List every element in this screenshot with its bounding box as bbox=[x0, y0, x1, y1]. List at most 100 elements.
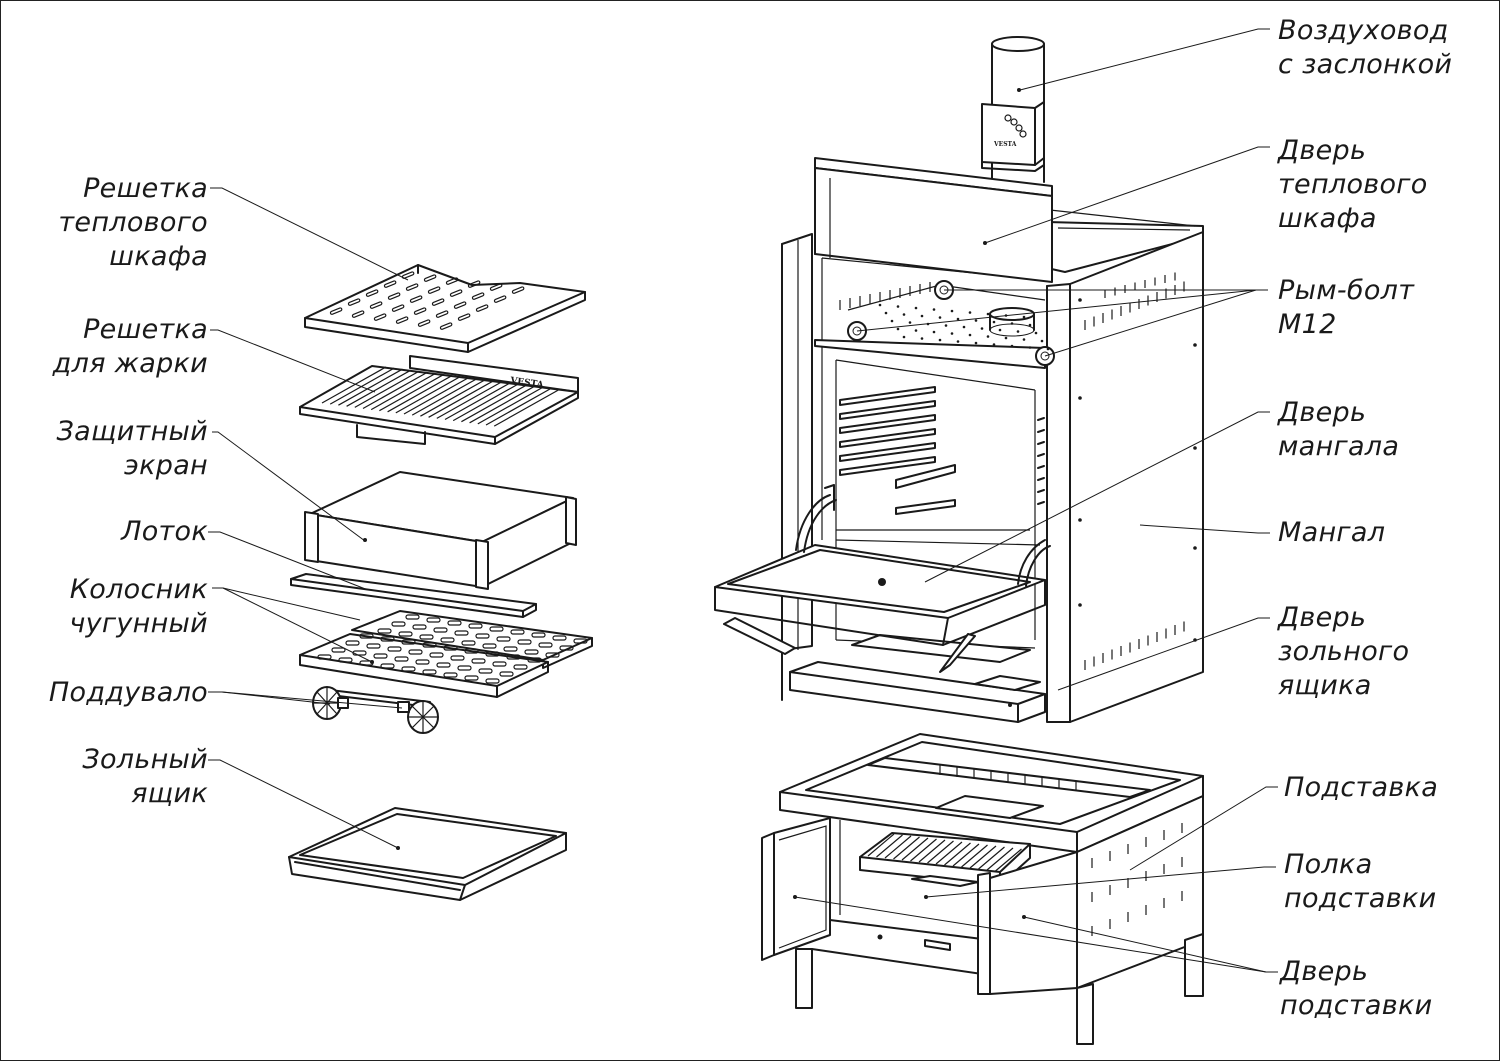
iron-slot bbox=[517, 639, 532, 645]
vent-dot bbox=[938, 338, 942, 342]
screw-dot bbox=[1193, 343, 1197, 347]
iron-slot bbox=[506, 654, 521, 660]
shelf-bar bbox=[918, 839, 946, 863]
protective-screen-part bbox=[304, 471, 577, 590]
vent-dot bbox=[1028, 346, 1032, 349]
shelf-bar bbox=[884, 835, 912, 859]
shelf-bar bbox=[995, 848, 1022, 872]
rail-notch bbox=[1037, 501, 1045, 505]
grate-bar bbox=[485, 388, 551, 426]
grate-slot bbox=[405, 283, 419, 291]
vent-dot bbox=[998, 328, 1002, 332]
grate-slot bbox=[365, 289, 379, 297]
grate-bar bbox=[461, 385, 526, 423]
iron-slot bbox=[443, 645, 458, 651]
iron-slot bbox=[405, 614, 420, 620]
vent-dot bbox=[878, 303, 882, 307]
label-line: Подставка bbox=[1284, 772, 1439, 803]
iron-slot bbox=[422, 669, 437, 675]
iron-slot bbox=[415, 659, 430, 665]
label-cast-iron-grate: Колосник чугунный bbox=[69, 573, 208, 641]
vent-dot bbox=[974, 341, 978, 345]
label-heat-cabinet-grate: Решетка теплового шкафа bbox=[58, 172, 208, 274]
iron-slot bbox=[485, 651, 500, 657]
iron-slot bbox=[531, 632, 546, 638]
grate-slot bbox=[475, 304, 489, 312]
rail bbox=[839, 456, 936, 476]
blower-part bbox=[312, 686, 439, 734]
grate-slot bbox=[427, 286, 441, 294]
label-line: Лоток bbox=[121, 516, 208, 547]
screw-dot bbox=[1078, 298, 1082, 302]
iron-slot bbox=[377, 628, 392, 634]
grate-bar bbox=[493, 389, 559, 427]
iron-slot bbox=[447, 620, 462, 626]
grate-bar bbox=[321, 366, 387, 404]
iron-slot bbox=[464, 648, 479, 654]
iron-slot bbox=[408, 649, 423, 655]
vent-dot bbox=[908, 321, 912, 324]
vent-dot bbox=[968, 311, 972, 314]
rail-notch bbox=[1037, 477, 1045, 481]
iron-slot bbox=[433, 627, 448, 633]
vent-dot bbox=[902, 313, 906, 316]
grate-bar bbox=[379, 374, 444, 412]
grate-bar bbox=[338, 368, 403, 406]
label-line: теплового bbox=[58, 207, 208, 238]
rail bbox=[839, 442, 936, 462]
grate-slot bbox=[489, 283, 503, 291]
vent-dot bbox=[884, 311, 888, 315]
heat-cabinet-door-part bbox=[814, 157, 1053, 283]
grate-bar bbox=[411, 378, 477, 416]
iron-slot bbox=[499, 671, 514, 677]
label-line: Дверь bbox=[1280, 956, 1369, 987]
grate-slot bbox=[391, 304, 405, 312]
iron-slot bbox=[475, 633, 490, 639]
label-line: подставки bbox=[1284, 883, 1437, 914]
label-roasting-grate: Решетка для жарки bbox=[53, 313, 208, 381]
label-line: чугунный bbox=[69, 608, 208, 639]
grate-bar bbox=[395, 376, 461, 414]
rail-notch bbox=[1037, 441, 1045, 445]
label-line: зольного bbox=[1278, 636, 1410, 667]
vent-dot bbox=[986, 335, 990, 338]
iron-slot bbox=[450, 655, 465, 661]
iron-slot bbox=[478, 668, 493, 674]
iron-slot bbox=[440, 637, 455, 643]
vent-dot bbox=[902, 335, 906, 339]
grate-bar bbox=[370, 373, 436, 411]
label-line: шкафа bbox=[1278, 203, 1377, 234]
vent-dot bbox=[1022, 315, 1026, 319]
vent-dot bbox=[896, 305, 900, 308]
grate-slot bbox=[347, 298, 361, 306]
ash-box-door-part bbox=[789, 661, 1046, 723]
vent-dot bbox=[938, 316, 942, 319]
iron-slot bbox=[457, 665, 472, 671]
grate-bar bbox=[452, 384, 518, 422]
label-stand-door: Дверь подставки bbox=[1280, 955, 1432, 1023]
shelf-bar bbox=[969, 845, 997, 869]
vent-dot bbox=[1040, 339, 1044, 343]
svg-text:VESTA: VESTA bbox=[993, 141, 1017, 148]
label-protective-screen: Защитный экран bbox=[57, 415, 208, 483]
rail bbox=[839, 428, 936, 448]
iron-slot bbox=[338, 657, 353, 663]
grate-slot bbox=[383, 280, 397, 288]
grate-bar bbox=[420, 379, 485, 417]
shelf-bar bbox=[961, 844, 988, 868]
iron-slot bbox=[331, 647, 346, 653]
screw-dot bbox=[1193, 446, 1197, 450]
grate-slot bbox=[417, 319, 431, 327]
iron-slot bbox=[366, 643, 381, 649]
iron-slot bbox=[492, 661, 507, 667]
label-line: Дверь bbox=[1278, 602, 1367, 633]
iron-slot bbox=[373, 653, 388, 659]
shelf-bar bbox=[867, 833, 895, 857]
shelf-bar bbox=[978, 846, 1005, 870]
shelf-bar bbox=[910, 838, 937, 862]
label-grill: Мангал bbox=[1278, 516, 1385, 550]
label-heat-cabinet-door: Дверь теплового шкафа bbox=[1278, 134, 1428, 236]
grate-slot bbox=[467, 280, 481, 288]
grate-slot bbox=[471, 292, 485, 300]
